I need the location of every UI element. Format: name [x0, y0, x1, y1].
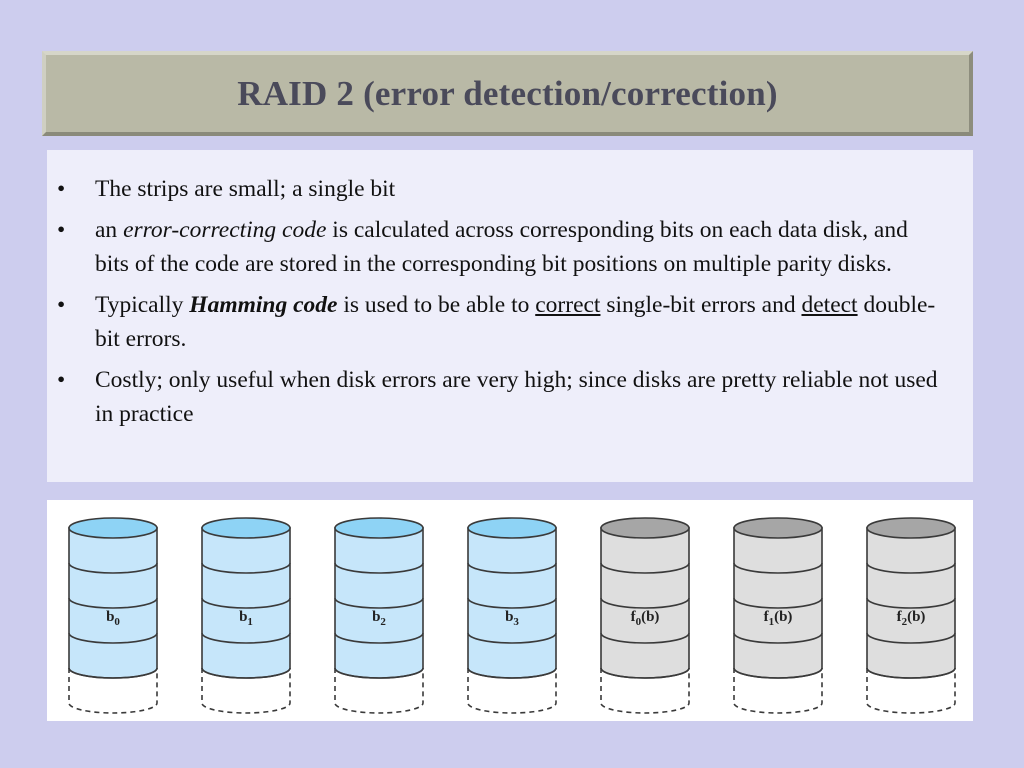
- disk-empty-strip: [866, 668, 956, 714]
- disk-label: b3: [505, 609, 519, 628]
- bullet-list: • The strips are small; a single bit • an e…: [57, 172, 943, 432]
- disk-empty-strip: [467, 668, 557, 714]
- disk-body: [600, 527, 690, 679]
- bullet-text: is calculated across corresponding bits …: [95, 216, 908, 278]
- raid2-diagram: b0 b1 b2 b3 f0(b) f1(b) f2(b): [47, 500, 973, 721]
- disk-empty-strip: [600, 668, 690, 714]
- disk-top: [866, 517, 956, 539]
- disk-strip-boundary: [733, 632, 823, 644]
- slide-title: RAID 2 (error detection/correction): [237, 73, 778, 113]
- disk-label: b1: [239, 609, 253, 628]
- disk-strip-boundary: [68, 632, 158, 644]
- disk-empty-strip: [733, 668, 823, 714]
- disk-label: b0: [106, 609, 120, 628]
- disk-body: [467, 527, 557, 679]
- disk-strip-boundary: [201, 562, 291, 574]
- disk-label: f1(b): [764, 609, 793, 628]
- disk-label: b2: [372, 609, 386, 628]
- disk-empty-strip: [68, 668, 158, 714]
- data-disk: b3: [467, 517, 557, 714]
- disk-top: [733, 517, 823, 539]
- bullet-item: • an error-correcting code is calculated …: [57, 213, 943, 282]
- bullet-marker: •: [57, 366, 66, 393]
- title-bar: RAID 2 (error detection/correction): [42, 51, 973, 136]
- disk-body: [866, 527, 956, 679]
- disk-strip-boundary: [334, 562, 424, 574]
- bullet-text: detect: [801, 291, 858, 318]
- bullet-marker: •: [57, 176, 66, 202]
- disk-strip-boundary: [467, 632, 557, 644]
- disk-strip-boundary: [600, 597, 690, 609]
- bullet-text: double-bit errors.: [95, 291, 936, 353]
- disk-body: [334, 527, 424, 679]
- bullet-text: Costly; only useful when disk errors are…: [95, 366, 938, 428]
- disk-label: f0(b): [631, 609, 660, 628]
- disk-strip-boundary: [201, 597, 291, 609]
- disk-top: [600, 517, 690, 539]
- bullet-text: an: [95, 216, 124, 243]
- disk-strip-boundary: [600, 667, 690, 679]
- disk-top: [467, 517, 557, 539]
- disk-strip-boundary: [334, 667, 424, 679]
- disk-strip-boundary: [733, 597, 823, 609]
- disk-strip-boundary: [866, 632, 956, 644]
- disk-empty-strip: [334, 668, 424, 714]
- content-panel: • The strips are small; a single bit • an e…: [47, 150, 973, 482]
- disk-body: [68, 527, 158, 679]
- disk-top: [334, 517, 424, 539]
- bullet-text: single-bit errors and: [600, 291, 802, 318]
- disk-body: [201, 527, 291, 679]
- disk-empty-strip: [201, 668, 291, 714]
- parity-disk: f1(b): [733, 517, 823, 714]
- bullet-marker: •: [57, 216, 66, 243]
- disk-label: f2(b): [897, 609, 926, 628]
- disk-strip-boundary: [334, 597, 424, 609]
- parity-disk: f2(b): [866, 517, 956, 714]
- disk-strip-boundary: [600, 562, 690, 574]
- disk-strip-boundary: [68, 597, 158, 609]
- bullet-item: • Typically Hamming code is used to be ab…: [57, 288, 943, 357]
- disk-strip-boundary: [733, 667, 823, 679]
- disk-top: [201, 517, 291, 539]
- bullet-text: correct: [535, 291, 601, 318]
- bullet-item: • Costly; only useful when disk errors ar…: [57, 363, 943, 432]
- disk-strip-boundary: [201, 667, 291, 679]
- disk-strip-boundary: [600, 632, 690, 644]
- disk-body: [733, 527, 823, 679]
- disk-strip-boundary: [467, 667, 557, 679]
- disk-strip-boundary: [866, 562, 956, 574]
- disk-strip-boundary: [467, 597, 557, 609]
- bullet-item: • The strips are small; a single bit: [57, 172, 943, 207]
- disk-strip-boundary: [467, 562, 557, 574]
- disk-array-figure: b0 b1 b2 b3 f0(b) f1(b) f2(b): [68, 517, 956, 714]
- disk-strip-boundary: [866, 597, 956, 609]
- data-disk: b2: [334, 517, 424, 714]
- data-disk: b1: [201, 517, 291, 714]
- bullet-marker: •: [57, 291, 66, 318]
- bullet-text: error-correcting code: [123, 216, 327, 243]
- bullet-text: is used to be able to: [337, 291, 536, 318]
- disk-top: [68, 517, 158, 539]
- disk-strip-boundary: [201, 632, 291, 644]
- disk-strip-boundary: [334, 632, 424, 644]
- disk-strip-boundary: [733, 562, 823, 574]
- disk-strip-boundary: [68, 667, 158, 679]
- data-disk: b0: [68, 517, 158, 714]
- bullet-text: Typically: [95, 291, 190, 318]
- bullet-text: Hamming code: [189, 291, 338, 318]
- disk-strip-boundary: [866, 667, 956, 679]
- disk-strip-boundary: [68, 562, 158, 574]
- parity-disk: f0(b): [600, 517, 690, 714]
- bullet-text: The strips are small; a single bit: [95, 176, 396, 202]
